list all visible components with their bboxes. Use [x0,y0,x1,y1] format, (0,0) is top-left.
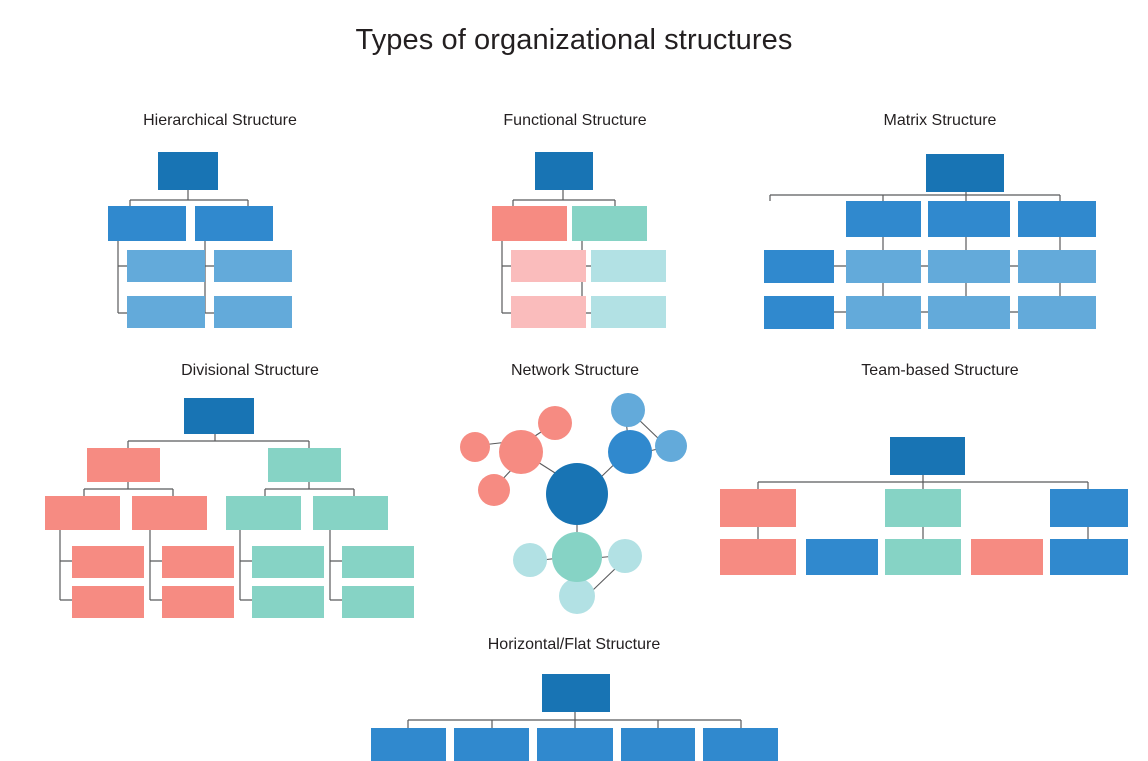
node-teal-satellite-bottom[interactable] [559,578,595,614]
connector-leaf-group-1 [59,530,72,601]
node-matrix-root[interactable] [926,154,1004,192]
node-flat-unit-1[interactable] [371,728,446,761]
node-divisional-leaf-3[interactable] [252,546,324,578]
connector-leaf-group-2 [149,530,162,601]
node-blue-hub[interactable] [608,430,652,474]
node-team-member-1[interactable] [720,539,796,575]
node-salmon-hub[interactable] [499,430,543,474]
node-division-left[interactable] [87,448,160,482]
node-flat-unit-5[interactable] [703,728,778,761]
link-teal-sat-cross [592,565,619,591]
node-division-right-child-1[interactable] [226,496,301,530]
node-divisional-root[interactable] [184,398,254,434]
diagram-hierarchical [108,152,292,328]
chart-title-horizontal-flat: Horizontal/Flat Structure [487,636,661,653]
diagram-network [460,393,687,614]
node-division-left-child-2[interactable] [132,496,207,530]
node-function-right[interactable] [572,206,647,241]
diagram-horizontal-flat [371,674,778,761]
node-matrix-col-header-2[interactable] [928,201,1010,237]
node-subfunction-right-2[interactable] [591,296,666,328]
node-level3-2[interactable] [214,250,292,282]
node-blue-satellite-top[interactable] [611,393,645,427]
node-level3-3[interactable] [127,296,205,328]
node-matrix-row-header-1[interactable] [764,250,834,283]
node-team-member-5[interactable] [1050,539,1128,575]
node-division-right-child-2[interactable] [313,496,388,530]
chart-title-functional: Functional Structure [503,112,647,129]
node-teal-satellite-right[interactable] [608,539,642,573]
node-matrix-cell-1-2[interactable] [928,250,1010,283]
connector-root-to-teams [757,475,1089,489]
node-matrix-cell-1-1[interactable] [846,250,921,283]
chart-title-divisional: Divisional Structure [181,362,319,379]
connector-leaf-group-4 [329,530,342,601]
node-flat-unit-2[interactable] [454,728,529,761]
connector-matrix-spine [769,192,1061,201]
node-level3-4[interactable] [214,296,292,328]
node-function-left[interactable] [492,206,567,241]
node-level2-2[interactable] [195,206,273,241]
node-flat-unit-3[interactable] [537,728,613,761]
connector-root-to-level2 [129,190,249,206]
node-central-hub[interactable] [546,463,608,525]
node-root[interactable] [535,152,593,190]
node-matrix-cell-2-1[interactable] [846,296,921,329]
node-matrix-cell-2-3[interactable] [1018,296,1096,329]
node-matrix-cell-1-3[interactable] [1018,250,1096,283]
connector-root-to-level2 [512,190,616,206]
node-salmon-satellite-bottom[interactable] [478,474,510,506]
node-divisional-leaf-2[interactable] [162,546,234,578]
connector-right-division [264,482,355,496]
node-team-lead-1[interactable] [720,489,796,527]
node-salmon-satellite-left[interactable] [460,432,490,462]
node-matrix-cell-2-2[interactable] [928,296,1010,329]
node-divisional-leaf-5[interactable] [72,586,144,618]
connector-root-to-units [407,712,742,728]
node-blue-satellite-right[interactable] [655,430,687,462]
node-division-left-child-1[interactable] [45,496,120,530]
connector-left-division [83,482,174,496]
node-salmon-satellite-top[interactable] [538,406,572,440]
node-team-member-4[interactable] [971,539,1043,575]
chart-title-hierarchical: Hierarchical Structure [143,112,297,129]
node-matrix-row-header-2[interactable] [764,296,834,329]
diagram-matrix [764,154,1096,329]
node-subfunction-left-2[interactable] [511,296,586,328]
connector-right-branch [204,236,214,314]
node-flat-root[interactable] [542,674,610,712]
node-flat-unit-4[interactable] [621,728,695,761]
connector-root-to-divisions [127,434,310,448]
node-divisional-leaf-4[interactable] [342,546,414,578]
node-team-lead-2[interactable] [885,489,961,527]
node-divisional-leaf-7[interactable] [252,586,324,618]
connector-left-branch [117,236,127,314]
node-matrix-col-header-1[interactable] [846,201,921,237]
node-level3-1[interactable] [127,250,205,282]
diagram-team-based [720,437,1128,575]
page-title: Types of organizational structures [355,24,793,56]
node-level2-1[interactable] [108,206,186,241]
node-divisional-leaf-1[interactable] [72,546,144,578]
node-subfunction-right-1[interactable] [591,250,666,282]
diagram-divisional [45,398,414,618]
node-teal-hub[interactable] [552,532,602,582]
node-team-root[interactable] [890,437,965,475]
node-divisional-leaf-6[interactable] [162,586,234,618]
node-root[interactable] [158,152,218,190]
node-divisional-leaf-8[interactable] [342,586,414,618]
diagram-functional [492,152,666,328]
chart-title-team-based: Team-based Structure [861,362,1019,379]
node-team-member-2[interactable] [806,539,878,575]
node-matrix-col-header-3[interactable] [1018,201,1096,237]
node-teal-satellite-left[interactable] [513,543,547,577]
chart-title-network: Network Structure [510,362,640,379]
chart-title-matrix: Matrix Structure [883,112,997,129]
node-team-member-3[interactable] [885,539,961,575]
node-division-right[interactable] [268,448,341,482]
node-team-lead-3[interactable] [1050,489,1128,527]
connector-leaf-group-3 [239,530,252,601]
node-subfunction-left-1[interactable] [511,250,586,282]
connector-left-branch [501,236,511,314]
